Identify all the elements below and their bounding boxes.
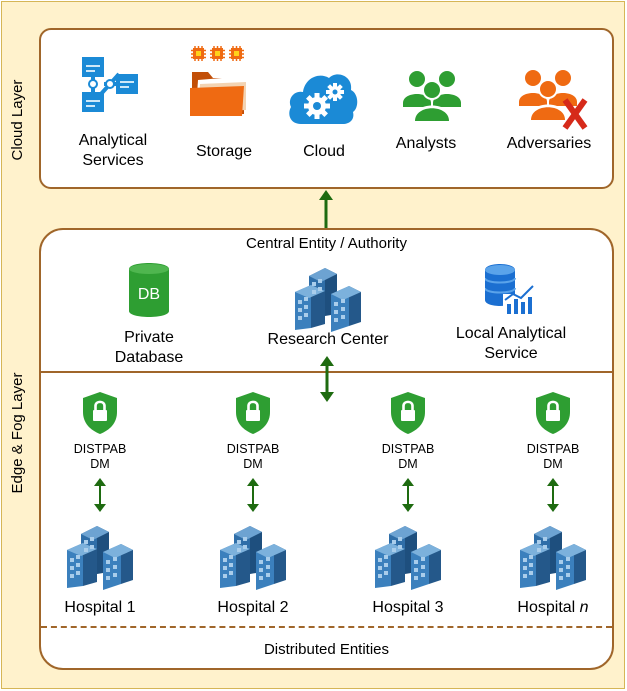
distpab-line: DISTPAB xyxy=(73,442,127,456)
shield-lock-icon xyxy=(83,392,117,434)
central-entity-title: Central Entity / Authority xyxy=(246,235,407,252)
distpab-line: DISTPAB xyxy=(381,442,435,456)
hospital-double-arrow xyxy=(246,478,260,512)
storage-label: Storage xyxy=(195,143,253,160)
hospital-double-arrow xyxy=(401,478,415,512)
hospital-name: Hospital 2 xyxy=(217,599,289,616)
adversaries-label: Adversaries xyxy=(506,135,592,152)
private-db-line1: Private xyxy=(124,329,174,346)
distpab-dm-label: DISTPAB DM xyxy=(513,442,593,472)
analysts-icon xyxy=(401,69,465,121)
analytical-services-icon xyxy=(79,54,141,116)
analysts-label: Analysts xyxy=(395,135,457,152)
central-hospitals-double-arrow xyxy=(319,356,335,402)
hospital-name-label: Hospital 2 xyxy=(193,598,313,618)
dm-line: DM xyxy=(243,457,263,471)
db-text: DB xyxy=(138,286,160,303)
cloud-layer-panel: Analytical Services Storage xyxy=(39,28,614,189)
local-analytical-line1: Local Analytical xyxy=(455,325,567,342)
hospital-double-arrow xyxy=(93,478,107,512)
hospital-name-label: Hospital 3 xyxy=(348,598,468,618)
shield-lock-icon xyxy=(236,392,270,434)
cloud-label: Cloud xyxy=(303,143,345,160)
distributed-divider xyxy=(41,626,612,628)
research-center-buildings-icon xyxy=(295,258,361,334)
cloud-gears-icon xyxy=(287,68,359,126)
hospital-buildings-icon xyxy=(220,516,286,592)
upward-arrow xyxy=(318,190,334,230)
hospital-buildings-icon xyxy=(67,516,133,592)
edge-fog-layer-label: Edge & Fog Layer xyxy=(9,372,26,494)
distributed-entities-title: Distributed Entities xyxy=(263,641,390,658)
hospital-buildings-icon xyxy=(375,516,441,592)
hospital-name: Hospital 1 xyxy=(64,599,136,616)
analytical-label-line2: Services xyxy=(82,152,144,169)
cloud-layer-label: Cloud Layer xyxy=(9,79,26,161)
storage-folder-icon xyxy=(188,46,250,116)
distpab-dm-label: DISTPAB DM xyxy=(60,442,140,472)
distpab-dm-label: DISTPAB DM xyxy=(213,442,293,472)
research-center-label: Research Center xyxy=(267,331,389,348)
analytical-services-label: Analytical Services xyxy=(63,131,163,171)
local-analytical-line2: Service xyxy=(484,345,538,362)
hospital-buildings-icon xyxy=(520,516,586,592)
dm-line: DM xyxy=(90,457,110,471)
adversaries-icon xyxy=(517,68,589,130)
hospital-name-label: Hospital n xyxy=(493,598,613,618)
edge-fog-layer-panel: Central Entity / Authority DB Private Da… xyxy=(39,228,614,670)
dm-line: DM xyxy=(398,457,418,471)
local-analytics-icon xyxy=(485,264,537,314)
shield-lock-icon xyxy=(391,392,425,434)
private-db-line2: Database xyxy=(114,349,184,366)
distpab-dm-label: DISTPAB DM xyxy=(368,442,448,472)
private-database-label: Private Database xyxy=(99,328,199,368)
hospital-double-arrow xyxy=(546,478,560,512)
hospital-name-prefix: Hospital xyxy=(517,599,580,616)
hospital-name: Hospital 3 xyxy=(372,599,444,616)
local-analytical-service-label: Local Analytical Service xyxy=(441,324,581,364)
hospital-name-label: Hospital 1 xyxy=(40,598,160,618)
hospital-name-italic: n xyxy=(579,599,589,616)
analytical-label-line1: Analytical xyxy=(78,132,148,149)
database-icon: DB xyxy=(129,263,169,317)
shield-lock-icon xyxy=(536,392,570,434)
dm-line: DM xyxy=(543,457,563,471)
distpab-line: DISTPAB xyxy=(226,442,280,456)
distpab-line: DISTPAB xyxy=(526,442,580,456)
